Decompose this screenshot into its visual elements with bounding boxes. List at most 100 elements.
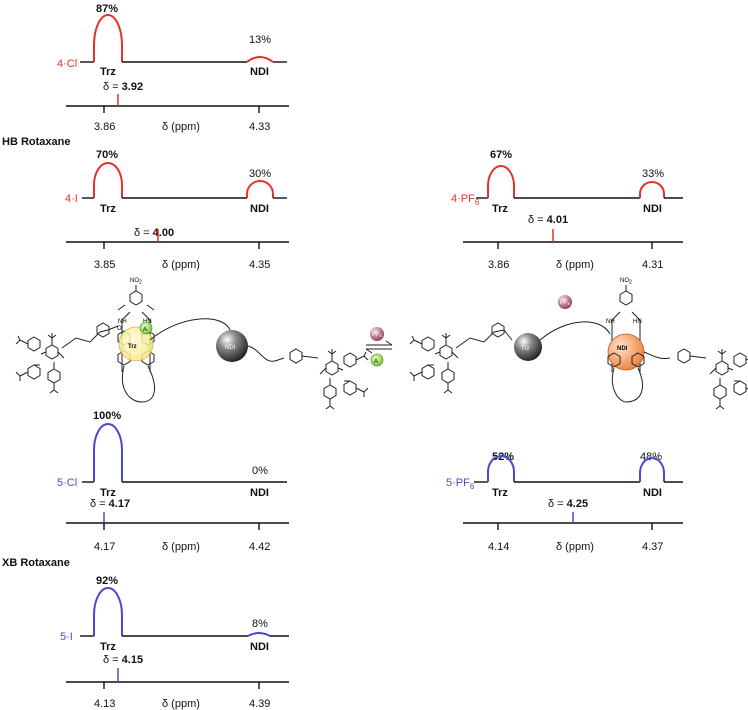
- peak-ndi: [247, 632, 271, 637]
- panel-5cl: 100% 0% 5·Cl Trz NDI δ = 4.17 4.17 4.42 …: [57, 410, 289, 553]
- pf6-ball: [558, 295, 572, 309]
- axle-chain: [61, 325, 119, 349]
- pct-ndi-label: 30%: [249, 168, 271, 180]
- peak-trz-label: Trz: [100, 66, 116, 78]
- stopper-left: [410, 333, 458, 393]
- ndi-station-label: NDI: [617, 346, 628, 352]
- tick-right-label: 4.39: [249, 698, 270, 710]
- pf6-label: PF6: [560, 300, 571, 306]
- pct-trz-label: 87%: [96, 3, 118, 15]
- axle-chain: [539, 321, 611, 341]
- trz-station-label: Trz: [521, 346, 529, 352]
- peak-trz-label: Trz: [492, 487, 508, 499]
- peak-trz: [93, 587, 123, 636]
- trz-station-label: Trz: [128, 344, 137, 350]
- panel-4i: 70% 30% 4·I Trz NDI δ = 4.00 3.85 4.35 δ…: [65, 149, 289, 271]
- peak-ndi-label: NDI: [643, 203, 662, 215]
- axis-label: δ (ppm): [162, 698, 200, 710]
- axis-label: δ (ppm): [556, 541, 594, 553]
- delta-label: δ = 4.25: [548, 498, 588, 510]
- pct-trz-label: 70%: [96, 149, 118, 161]
- panel-5i: 92% 8% 5·I Trz NDI δ = 4.15 4.13 4.39 δ …: [60, 575, 289, 710]
- forward-arrow: [366, 340, 393, 346]
- delta-label: δ = 3.92: [103, 81, 143, 93]
- peak-trz-label: Trz: [100, 203, 116, 215]
- peak-ndi: [639, 181, 665, 198]
- axle-chain: [301, 355, 319, 359]
- tick-right-label: 4.35: [249, 259, 270, 271]
- macrocycle-loop: [612, 367, 643, 403]
- peak-trz: [487, 455, 515, 482]
- axle-chain: [643, 351, 671, 359]
- panel-5pf6: 52% 48% 5·PF6 Trz NDI δ = 4.25 4.14 4.37…: [446, 451, 683, 553]
- compound-label: 4·PF6: [451, 193, 480, 207]
- pct-trz-label: 67%: [490, 149, 512, 161]
- peak-ndi: [246, 56, 274, 63]
- axle-oxygen-label: O: [117, 326, 122, 332]
- axis-label: δ (ppm): [162, 541, 200, 553]
- peak-ndi-label: NDI: [250, 203, 269, 215]
- peak-trz: [93, 423, 123, 482]
- axle-chain: [455, 329, 513, 349]
- peak-trz: [93, 14, 123, 62]
- amide-hn-label: HN: [633, 319, 642, 325]
- pct-trz-label: 100%: [93, 410, 121, 422]
- axle-phenyl: [677, 348, 691, 364]
- axis-label: δ (ppm): [556, 259, 594, 271]
- axle-chain: [247, 345, 285, 362]
- tick-left-label: 3.86: [488, 259, 509, 271]
- macrocycle-loop: [122, 365, 156, 403]
- compound-label: 5·PF6: [446, 477, 475, 491]
- pct-ndi-label: 8%: [252, 618, 268, 630]
- delta-label: δ = 4.00: [134, 227, 174, 239]
- peak-ndi: [246, 180, 274, 198]
- pct-trz-label: 92%: [96, 575, 118, 587]
- amide-carbonyl: [117, 304, 155, 311]
- peak-trz-label: Trz: [100, 641, 116, 653]
- amide-nh-label: NH: [606, 319, 615, 325]
- amide-nh-label: NH: [118, 319, 127, 325]
- pct-ndi-label: 13%: [249, 34, 271, 46]
- delta-label: δ = 4.01: [528, 214, 568, 226]
- reverse-arrow: [365, 348, 392, 354]
- panel-4pf6: 67% 33% 4·PF6 Trz NDI δ = 4.01 3.86 4.31…: [451, 149, 683, 271]
- peak-trz: [93, 162, 123, 198]
- peak-trz-label: Trz: [492, 203, 508, 215]
- hb-rotaxane-title: HB Rotaxane: [2, 136, 70, 148]
- axle-chain: [149, 318, 231, 341]
- nitro-label: NO2: [130, 278, 142, 286]
- tick-left-label: 3.85: [94, 259, 115, 271]
- trz-station-highlight: [118, 326, 154, 362]
- compound-label: 4·Cl: [57, 58, 77, 70]
- tick-left-label: 3.86: [94, 121, 115, 133]
- delta-label: δ = 4.15: [103, 654, 143, 666]
- xb-rotaxane-title: XB Rotaxane: [2, 557, 70, 569]
- axle-chain: [689, 355, 707, 359]
- axle-phenyl: [289, 348, 303, 364]
- pct-ndi-label: 33%: [642, 168, 664, 180]
- anion-label: A: [143, 327, 147, 333]
- peak-trz-label: Trz: [100, 487, 116, 499]
- isophthalamide-ring: [619, 290, 633, 306]
- compound-label: 5·Cl: [57, 477, 77, 489]
- nitro-label: NO2: [620, 278, 632, 286]
- equilibrium-arrow: PF6 A: [365, 327, 393, 367]
- pf6-ball: [370, 327, 384, 341]
- ndi-station-label: NDI: [225, 345, 236, 351]
- peak-ndi-label: NDI: [643, 487, 662, 499]
- stopper-right: [710, 349, 748, 409]
- compound-label: 4·I: [65, 193, 78, 205]
- tick-left-label: 4.17: [94, 541, 115, 553]
- isophthalamide-ring: [129, 290, 143, 306]
- tick-left-label: 4.13: [94, 698, 115, 710]
- panel-4cl: 87% 13% 4·Cl Trz NDI δ = 3.92 3.86 4.33 …: [57, 3, 289, 133]
- anion-ball: [370, 353, 384, 367]
- peak-ndi: [639, 457, 665, 482]
- tick-left-label: 4.14: [488, 541, 509, 553]
- tick-right-label: 4.33: [249, 121, 270, 133]
- axis-label: δ (ppm): [162, 121, 200, 133]
- rotaxane-left-structure: O NO2 NH HN Trz A NDI: [16, 278, 368, 409]
- pct-ndi-label: 0%: [252, 465, 268, 477]
- anion-ball: [139, 321, 153, 335]
- axis-label: δ (ppm): [162, 259, 200, 271]
